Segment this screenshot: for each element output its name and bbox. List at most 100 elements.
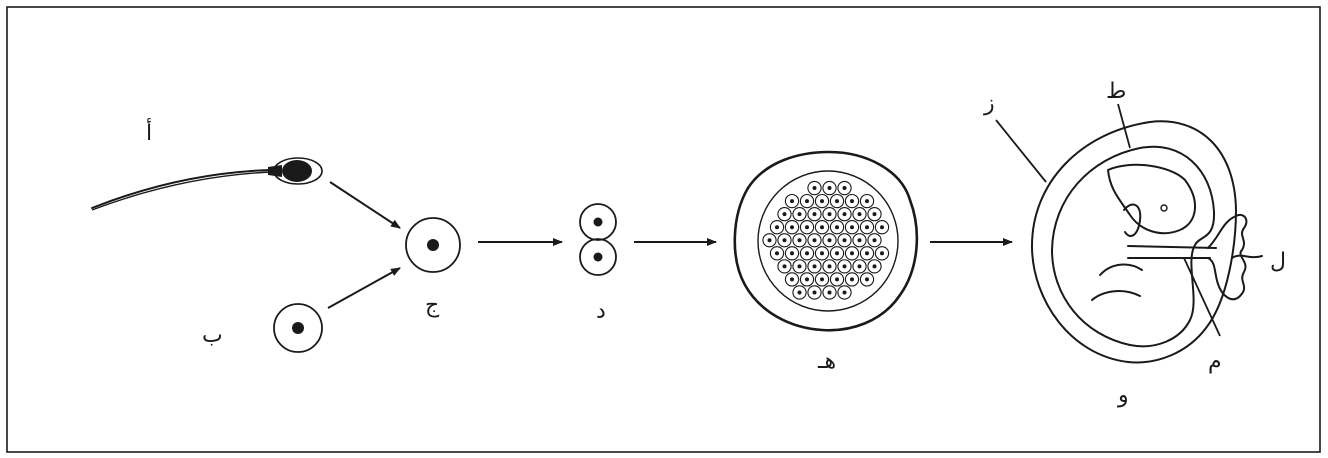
diagram-frame — [6, 6, 1321, 453]
blastocyst-cell — [844, 193, 860, 209]
blastocyst-cell-nucleus — [812, 186, 817, 191]
blastocyst-cell-nucleus — [842, 186, 847, 191]
blastocyst-cell — [874, 220, 890, 235]
blastocyst-cell-nucleus — [820, 277, 824, 282]
blastocyst-cell-nucleus — [790, 251, 794, 256]
blastocyst-cell-nucleus — [775, 251, 779, 256]
blastocyst-illustration — [733, 150, 919, 332]
blastocyst-cell-nucleus — [782, 238, 787, 243]
label-l: ل — [1270, 249, 1286, 274]
blastocyst-cell-nucleus — [850, 277, 854, 282]
blastocyst-cell-nucleus — [820, 251, 824, 256]
blastocyst-cell — [859, 220, 875, 235]
blastocyst-cell — [769, 220, 785, 235]
leader-z — [995, 119, 1047, 183]
blastocyst-cell — [867, 206, 882, 222]
blastocyst-cell — [784, 246, 800, 261]
blastocyst-cell — [837, 285, 852, 300]
blastocyst-cell — [829, 220, 845, 235]
blastocyst-cell-nucleus — [812, 264, 817, 269]
blastocyst-cell-nucleus — [857, 238, 862, 243]
blastocyst-cell-nucleus — [790, 199, 794, 204]
blastocyst-cell — [837, 180, 852, 196]
blastocyst-cell — [799, 272, 815, 287]
blastocyst-cell — [807, 206, 822, 222]
blastocyst-cell — [859, 272, 875, 287]
blastocyst-cell — [807, 180, 822, 196]
label-z: ز — [983, 91, 995, 116]
blastocyst-cell-nucleus — [767, 238, 772, 243]
blastocyst-cell-nucleus — [857, 212, 862, 217]
sperm-illustration — [91, 157, 323, 211]
blastocyst-cell-nucleus — [842, 264, 847, 269]
egg-illustration — [273, 303, 323, 353]
blastocyst-cell-nucleus — [797, 212, 802, 217]
label-two-cell: د — [596, 299, 606, 324]
label-sperm: أ — [146, 118, 152, 146]
blastocyst-cell — [844, 246, 860, 261]
blastocyst-cell — [814, 272, 830, 287]
label-egg: ب — [202, 323, 223, 348]
blastocyst-cell-nucleus — [857, 264, 862, 269]
blastocyst-cell — [784, 272, 800, 287]
blastocyst-cell — [792, 259, 807, 274]
blastocyst-cell-nucleus — [820, 225, 824, 230]
blastocyst-cell — [807, 285, 822, 300]
blastocyst-cell — [777, 233, 792, 248]
blastocyst-cell — [859, 193, 875, 209]
blastocyst-cell-nucleus — [850, 251, 854, 256]
blastocyst-cell-nucleus — [805, 251, 809, 256]
blastocyst-cell — [837, 206, 852, 222]
blastocyst-cell-nucleus — [842, 290, 847, 295]
blastocyst-cell — [874, 246, 890, 261]
blastocyst-cell — [859, 246, 875, 261]
blastocyst-cell-nucleus — [812, 290, 817, 295]
blastocyst-cell-nucleus — [872, 238, 877, 243]
blastocyst-cell — [769, 246, 785, 261]
blastocyst-cell — [784, 193, 800, 209]
blastocyst-cell-nucleus — [835, 251, 839, 256]
blastocyst-cell — [777, 259, 792, 274]
blastocyst-cell-nucleus — [820, 199, 824, 204]
label-m: م — [1208, 349, 1222, 374]
blastocyst-cell — [829, 193, 845, 209]
blastocyst-cell-nucleus — [850, 225, 854, 230]
blastocyst-cell-nucleus — [805, 225, 809, 230]
arrow-sperm-to-zygote — [329, 181, 401, 229]
label-t: ط — [1106, 79, 1126, 104]
blastocyst-cell — [867, 259, 882, 274]
blastocyst-cell — [829, 246, 845, 261]
arrow-egg-to-zygote — [327, 267, 401, 309]
blastocyst-cell — [822, 259, 837, 274]
blastocyst-cell-nucleus — [880, 251, 884, 256]
blastocyst-cell — [852, 206, 867, 222]
blastocyst-cell-nucleus — [842, 212, 847, 217]
blastocyst-cell-nucleus — [797, 264, 802, 269]
blastocyst-cell-nucleus — [827, 186, 832, 191]
zygote-illustration — [405, 217, 461, 273]
blastocyst-cell — [822, 233, 837, 248]
two-cell-illustration — [579, 203, 617, 276]
blastocyst-cell — [792, 206, 807, 222]
blastocyst-cell-nucleus — [865, 251, 869, 256]
blastocyst-cell-nucleus — [842, 238, 847, 243]
blastocyst-cell-nucleus — [872, 212, 877, 217]
blastocyst-cell — [799, 193, 815, 209]
blastocyst-cell-nucleus — [790, 277, 794, 282]
blastocyst-cell-nucleus — [812, 212, 817, 217]
blastocyst-cell-nucleus — [865, 277, 869, 282]
label-zygote: ج — [425, 293, 440, 318]
blastocyst-cell-nucleus — [805, 199, 809, 204]
blastocyst-cell — [777, 206, 792, 222]
blastocyst-cell — [822, 180, 837, 196]
blastocyst-cell — [829, 272, 845, 287]
blastocyst-cell-nucleus — [812, 238, 817, 243]
blastocyst-cell — [844, 220, 860, 235]
blastocyst-cell — [822, 206, 837, 222]
blastocyst-cell-nucleus — [782, 264, 787, 269]
blastocyst-cell-nucleus — [835, 199, 839, 204]
blastocyst-cell-nucleus — [850, 199, 854, 204]
blastocyst-cell-nucleus — [827, 290, 832, 295]
blastocyst-cell-nucleus — [797, 238, 802, 243]
